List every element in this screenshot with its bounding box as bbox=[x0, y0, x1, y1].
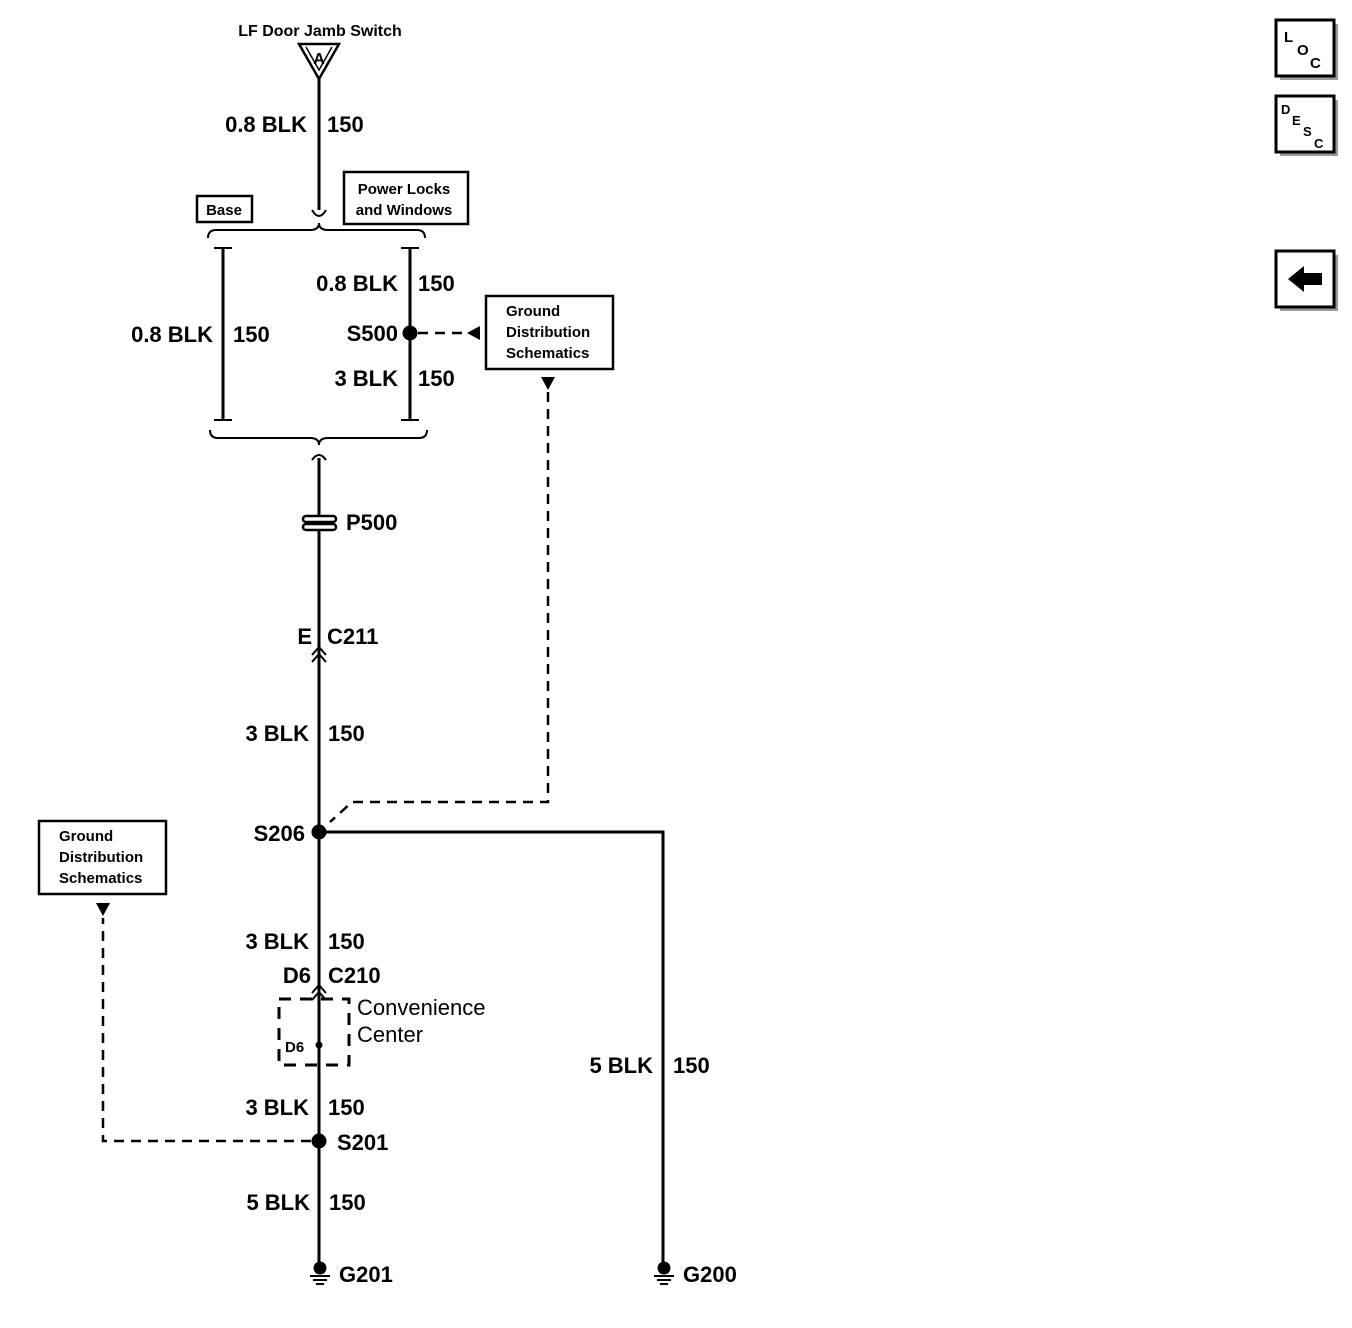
bottom-option-brace bbox=[209, 429, 428, 446]
convenience-center-box bbox=[277, 997, 351, 1067]
wire-s206-g200-circuit: 150 bbox=[673, 1053, 710, 1078]
wire-s206-c210-circuit: 150 bbox=[328, 929, 365, 954]
terminal-a-label: A bbox=[313, 51, 325, 68]
terminal-a-symbol: A bbox=[296, 42, 342, 82]
connector-c211-pin: E bbox=[297, 624, 312, 649]
ground-dist-ref-2[interactable]: Ground Distribution Schematics bbox=[37, 819, 168, 896]
ground-dist-ref-1-arrow bbox=[541, 377, 555, 390]
connector-p500-symbol bbox=[301, 514, 338, 532]
ground-dist-ref-2-arrow bbox=[96, 903, 110, 916]
convenience-center-pin: D6 bbox=[285, 1039, 304, 1056]
wire-top-circuit: 150 bbox=[327, 112, 364, 137]
convenience-center-pin-dot bbox=[315, 1041, 323, 1049]
connector-c211-name: C211 bbox=[327, 624, 378, 649]
s500-ref-arrow bbox=[467, 326, 480, 340]
power-option-line1: Power Locks bbox=[358, 181, 451, 198]
wire-base-size: 0.8 BLK bbox=[131, 322, 213, 347]
wire-conv-s201-size: 3 BLK bbox=[245, 1095, 309, 1120]
convenience-center-line2: Center bbox=[357, 1022, 423, 1047]
wire-base-circuit: 150 bbox=[233, 322, 270, 347]
wire-power-upper-size: 0.8 BLK bbox=[316, 271, 398, 296]
wire-s206-g200-size: 5 BLK bbox=[589, 1053, 653, 1078]
ground-dist-ref-1-line3: Schematics bbox=[506, 345, 589, 362]
ground-dist-ref-2-line1: Ground bbox=[59, 828, 113, 845]
connector-p500-label: P500 bbox=[346, 510, 397, 535]
wire-c211-s206-circuit: 150 bbox=[328, 721, 365, 746]
ground-g200-symbol bbox=[654, 1261, 674, 1285]
wire-s206-c210-size: 3 BLK bbox=[245, 929, 309, 954]
desc-button[interactable]: D E S C bbox=[1274, 94, 1338, 156]
ground-g201-symbol bbox=[310, 1261, 330, 1285]
splice-s500-label: S500 bbox=[347, 321, 398, 346]
power-option-line2: and Windows bbox=[356, 202, 453, 219]
desc-c: C bbox=[1314, 136, 1324, 151]
connector-c211-symbol-b bbox=[311, 652, 327, 663]
wire-mid-break bbox=[311, 454, 327, 461]
ground-dist-ref-2-box bbox=[37, 819, 168, 896]
base-option-box bbox=[195, 194, 254, 224]
convenience-center-line1: Convenience bbox=[357, 995, 485, 1020]
base-option-label: Base bbox=[206, 202, 242, 219]
wire-top-size: 0.8 BLK bbox=[225, 112, 307, 137]
left-arrow-icon bbox=[1288, 266, 1322, 292]
wire-s201-g201-circuit: 150 bbox=[329, 1190, 366, 1215]
wire-top-break bbox=[311, 209, 327, 217]
ground-dist-ref-1-line1: Ground bbox=[506, 303, 560, 320]
connector-c210-symbol-a bbox=[311, 983, 327, 994]
desc-e: E bbox=[1292, 113, 1301, 128]
splice-s201-label: S201 bbox=[337, 1130, 388, 1155]
splice-s500-dot bbox=[402, 325, 418, 341]
splice-s206-label: S206 bbox=[254, 821, 305, 846]
desc-d: D bbox=[1281, 102, 1290, 117]
top-option-brace bbox=[207, 222, 426, 239]
connector-c210-pin: D6 bbox=[283, 963, 311, 988]
ground-dist-ref-1-line2: Distribution bbox=[506, 324, 590, 341]
ground-dist-ref-2-dash bbox=[101, 918, 311, 1143]
wire-conv-s201-circuit: 150 bbox=[328, 1095, 365, 1120]
ground-g201-label: G201 bbox=[339, 1262, 393, 1287]
component-title: LF Door Jamb Switch bbox=[238, 23, 402, 40]
splice-s201-dot bbox=[311, 1133, 327, 1149]
wire-s201-g201-size: 5 BLK bbox=[246, 1190, 310, 1215]
loc-o: O bbox=[1297, 42, 1309, 59]
wire-power-lower-circuit: 150 bbox=[418, 366, 455, 391]
ground-dist-ref-1-dash bbox=[329, 392, 550, 823]
ground-dist-ref-2-line2: Distribution bbox=[59, 849, 143, 866]
desc-s: S bbox=[1303, 124, 1312, 139]
back-button[interactable] bbox=[1274, 249, 1338, 311]
power-option-box bbox=[342, 170, 470, 226]
wire-power-upper-circuit: 150 bbox=[418, 271, 455, 296]
loc-c: C bbox=[1310, 55, 1321, 72]
loc-button[interactable]: L O C bbox=[1274, 18, 1338, 80]
connector-c211-symbol-a bbox=[311, 645, 327, 656]
wire-power-lower-size: 3 BLK bbox=[334, 366, 398, 391]
wire-c211-s206-size: 3 BLK bbox=[245, 721, 309, 746]
ground-g200-label: G200 bbox=[683, 1262, 737, 1287]
ground-dist-ref-1[interactable]: Ground Distribution Schematics bbox=[484, 294, 615, 371]
loc-l: L bbox=[1284, 29, 1293, 46]
connector-c210-name: C210 bbox=[328, 963, 381, 988]
ground-dist-ref-1-box bbox=[484, 294, 615, 371]
wire-s206-g200 bbox=[319, 830, 665, 1262]
ground-dist-ref-2-line3: Schematics bbox=[59, 870, 142, 887]
connector-c210-symbol-b bbox=[311, 990, 327, 1001]
